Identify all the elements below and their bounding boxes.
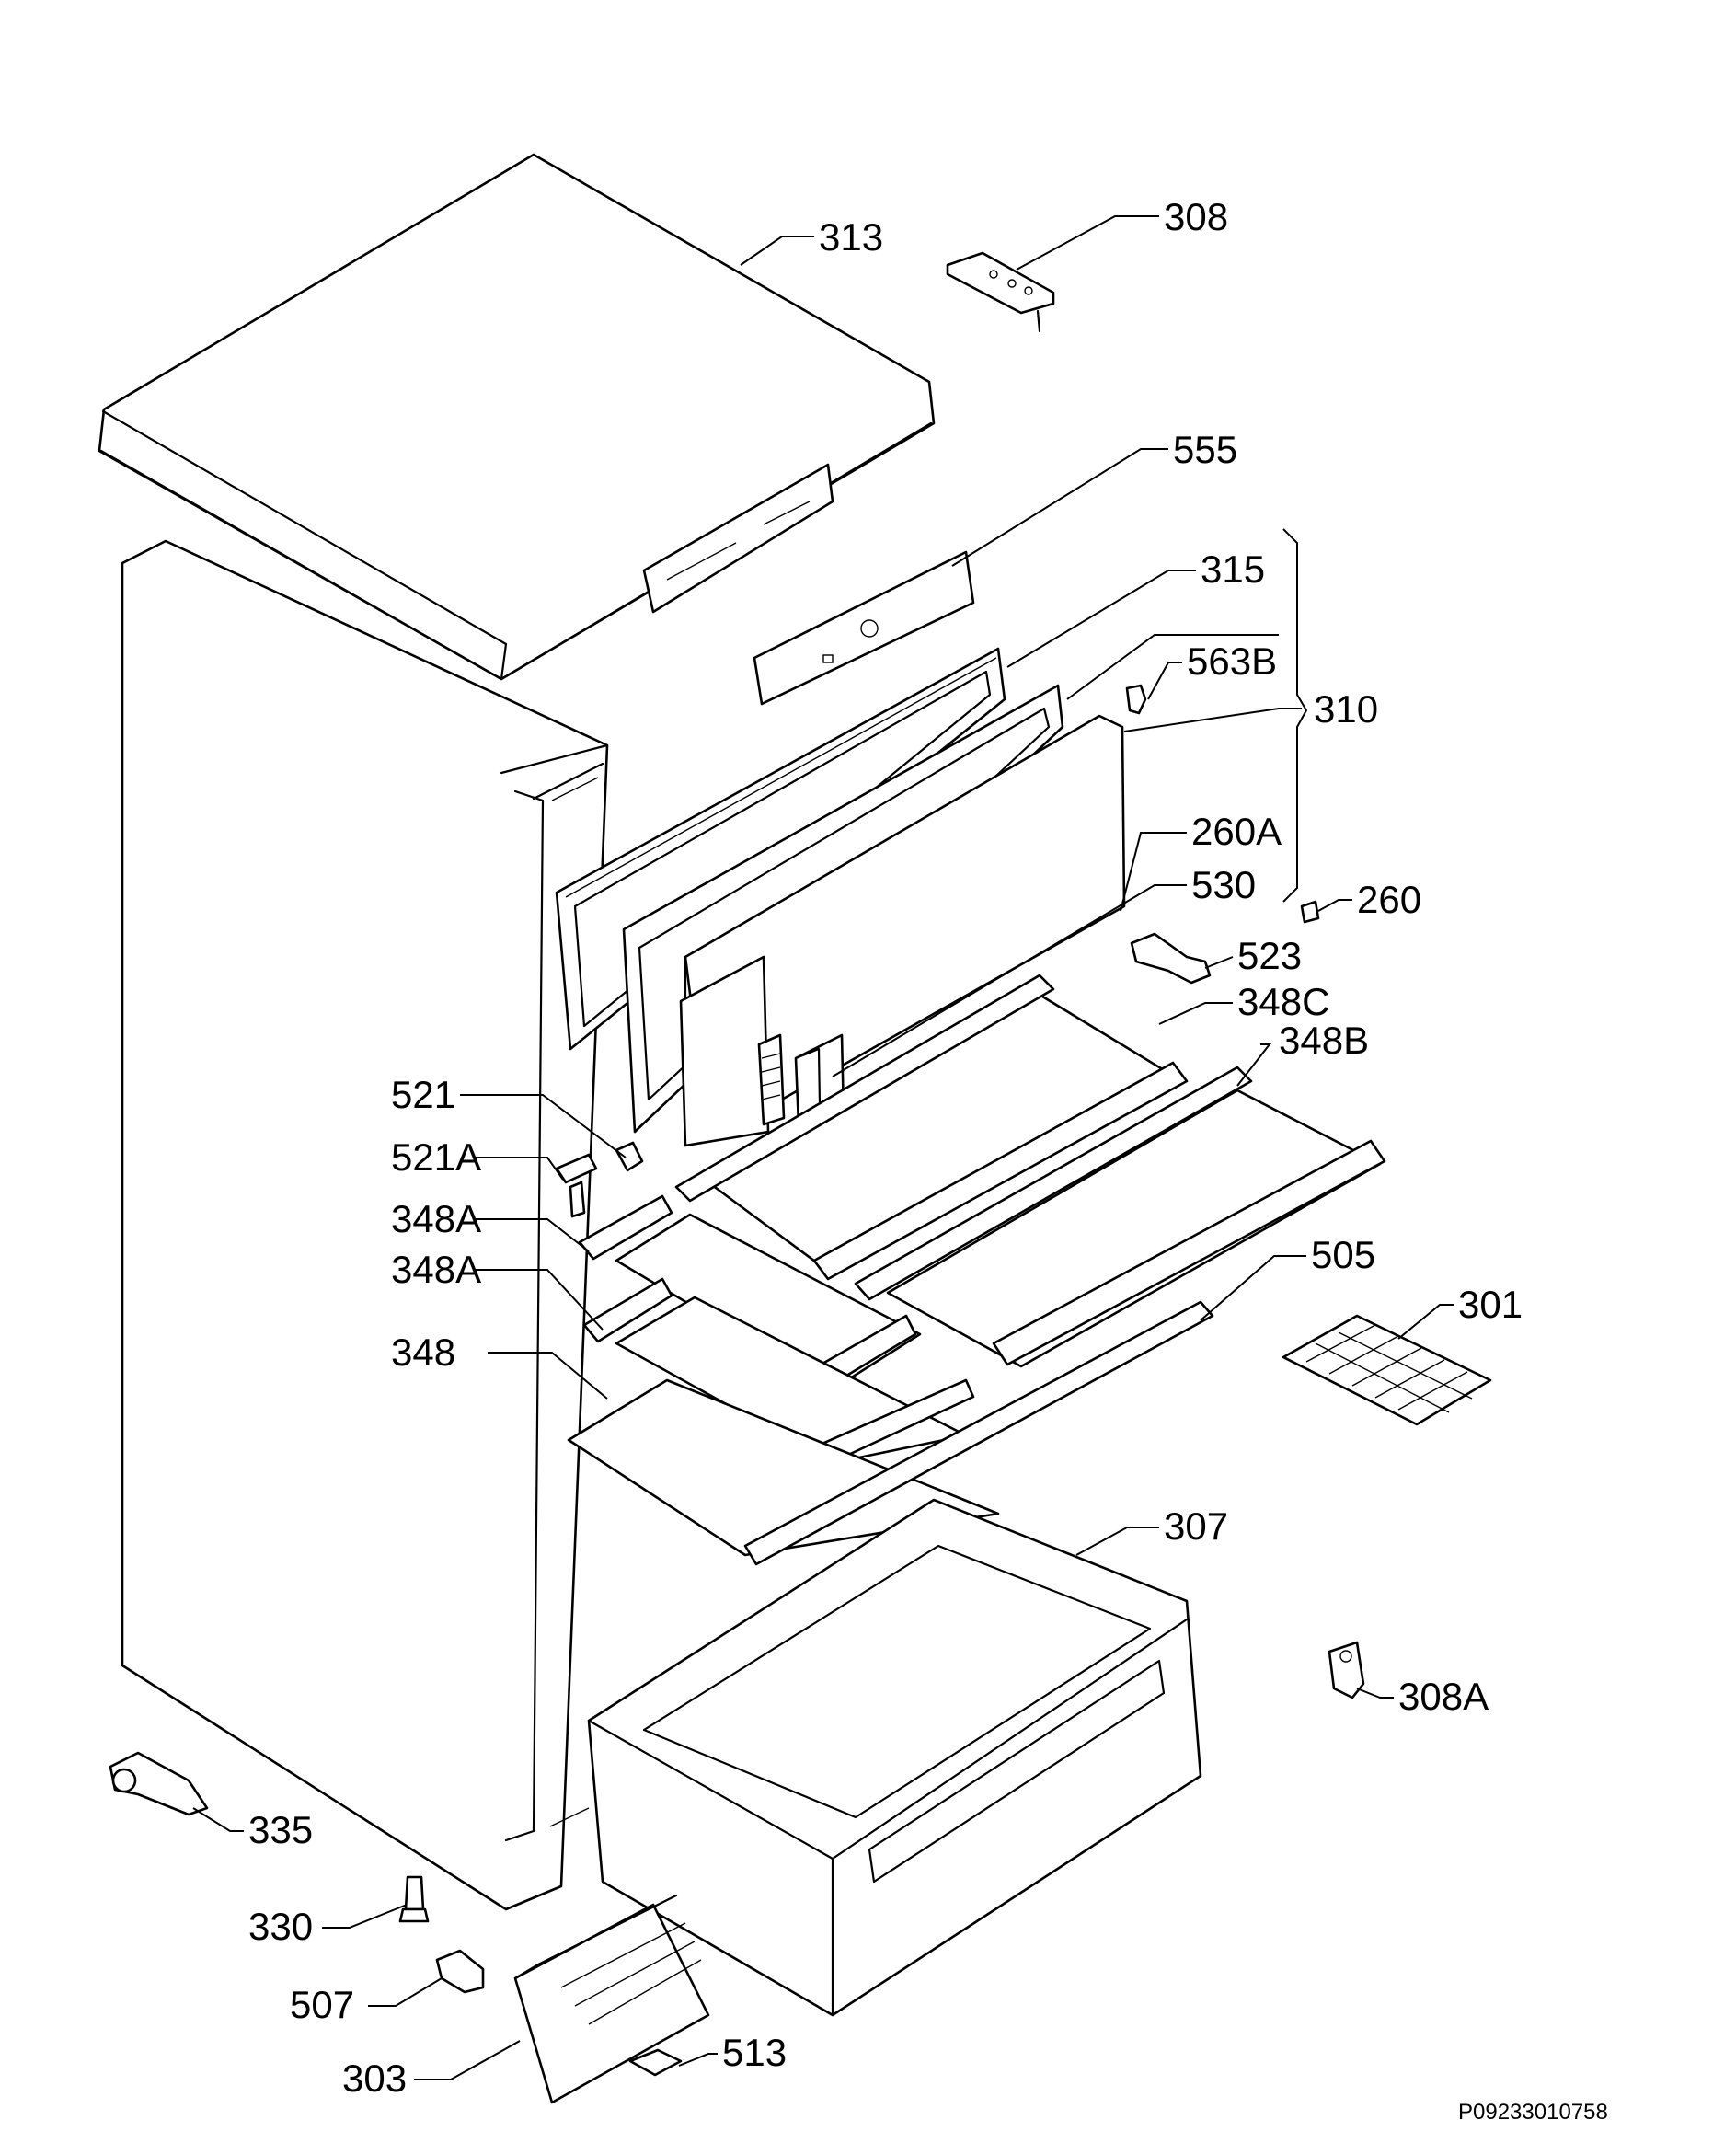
label-348a-upper: 348A	[391, 1197, 481, 1240]
label-315: 315	[1201, 547, 1265, 591]
part-348b-shelf	[854, 1066, 1386, 1368]
label-530: 530	[1191, 863, 1256, 906]
part-348c-shelf	[674, 974, 1189, 1281]
part-530-hinge-spring	[757, 1033, 786, 1126]
label-260: 260	[1357, 878, 1421, 921]
part-301-ice-tray	[1282, 1314, 1492, 1426]
part-555-control-panel	[753, 550, 975, 706]
label-505: 505	[1311, 1233, 1375, 1276]
label-310: 310	[1314, 687, 1378, 731]
part-330-adjustable-foot	[398, 1875, 430, 1923]
reference-code: P09233010758	[1458, 2100, 1608, 2125]
part-348-glass-shelf	[567, 1378, 1000, 1557]
part-307-crisper-drawer	[587, 1498, 1202, 2017]
part-303-kickplate	[513, 1894, 710, 2104]
leader-lines	[192, 215, 1454, 2080]
label-563b: 563B	[1187, 639, 1277, 683]
part-521a-lamp	[555, 1153, 598, 1218]
label-348b: 348B	[1279, 1019, 1369, 1062]
label-308: 308	[1164, 195, 1228, 238]
label-348c: 348C	[1237, 980, 1329, 1023]
label-555: 555	[1173, 428, 1237, 471]
part-505-shelf-rail	[743, 1300, 1214, 1566]
label-523: 523	[1237, 934, 1302, 977]
label-308a: 308A	[1398, 1675, 1489, 1718]
label-521a: 521A	[391, 1135, 481, 1179]
part-335-foot-bracket	[109, 1751, 209, 1816]
label-513: 513	[722, 2031, 787, 2074]
part-521-cap	[615, 1141, 644, 1172]
label-348: 348	[391, 1331, 455, 1374]
label-307: 307	[1164, 1504, 1228, 1548]
part-563b-screw	[1125, 684, 1147, 715]
part-308-hinge	[946, 251, 1055, 333]
part-507-clip	[435, 1949, 485, 1994]
cabinet-body	[121, 539, 609, 1911]
part-523-plug	[1130, 932, 1212, 985]
label-313: 313	[819, 215, 883, 259]
label-260a: 260A	[1191, 810, 1282, 853]
part-310-door-panel	[679, 714, 1126, 1147]
part-260-clip	[1300, 900, 1320, 924]
part-labels: 313 308 555 315 563B 310 260A 530 260 52…	[248, 195, 1523, 2100]
bracket-310-group	[1282, 528, 1308, 903]
part-513-strip	[628, 2048, 683, 2077]
label-301: 301	[1458, 1283, 1523, 1326]
label-330: 330	[248, 1905, 313, 1948]
label-303: 303	[342, 2057, 407, 2100]
part-348a-shelf-lower	[582, 1277, 975, 1469]
part-313-top-cover	[98, 153, 936, 681]
part-308a-lower-hinge	[1328, 1641, 1365, 1699]
label-335: 335	[248, 1808, 313, 1851]
label-507: 507	[290, 1983, 354, 2026]
label-521: 521	[391, 1073, 455, 1116]
label-348a-lower: 348A	[391, 1248, 481, 1291]
